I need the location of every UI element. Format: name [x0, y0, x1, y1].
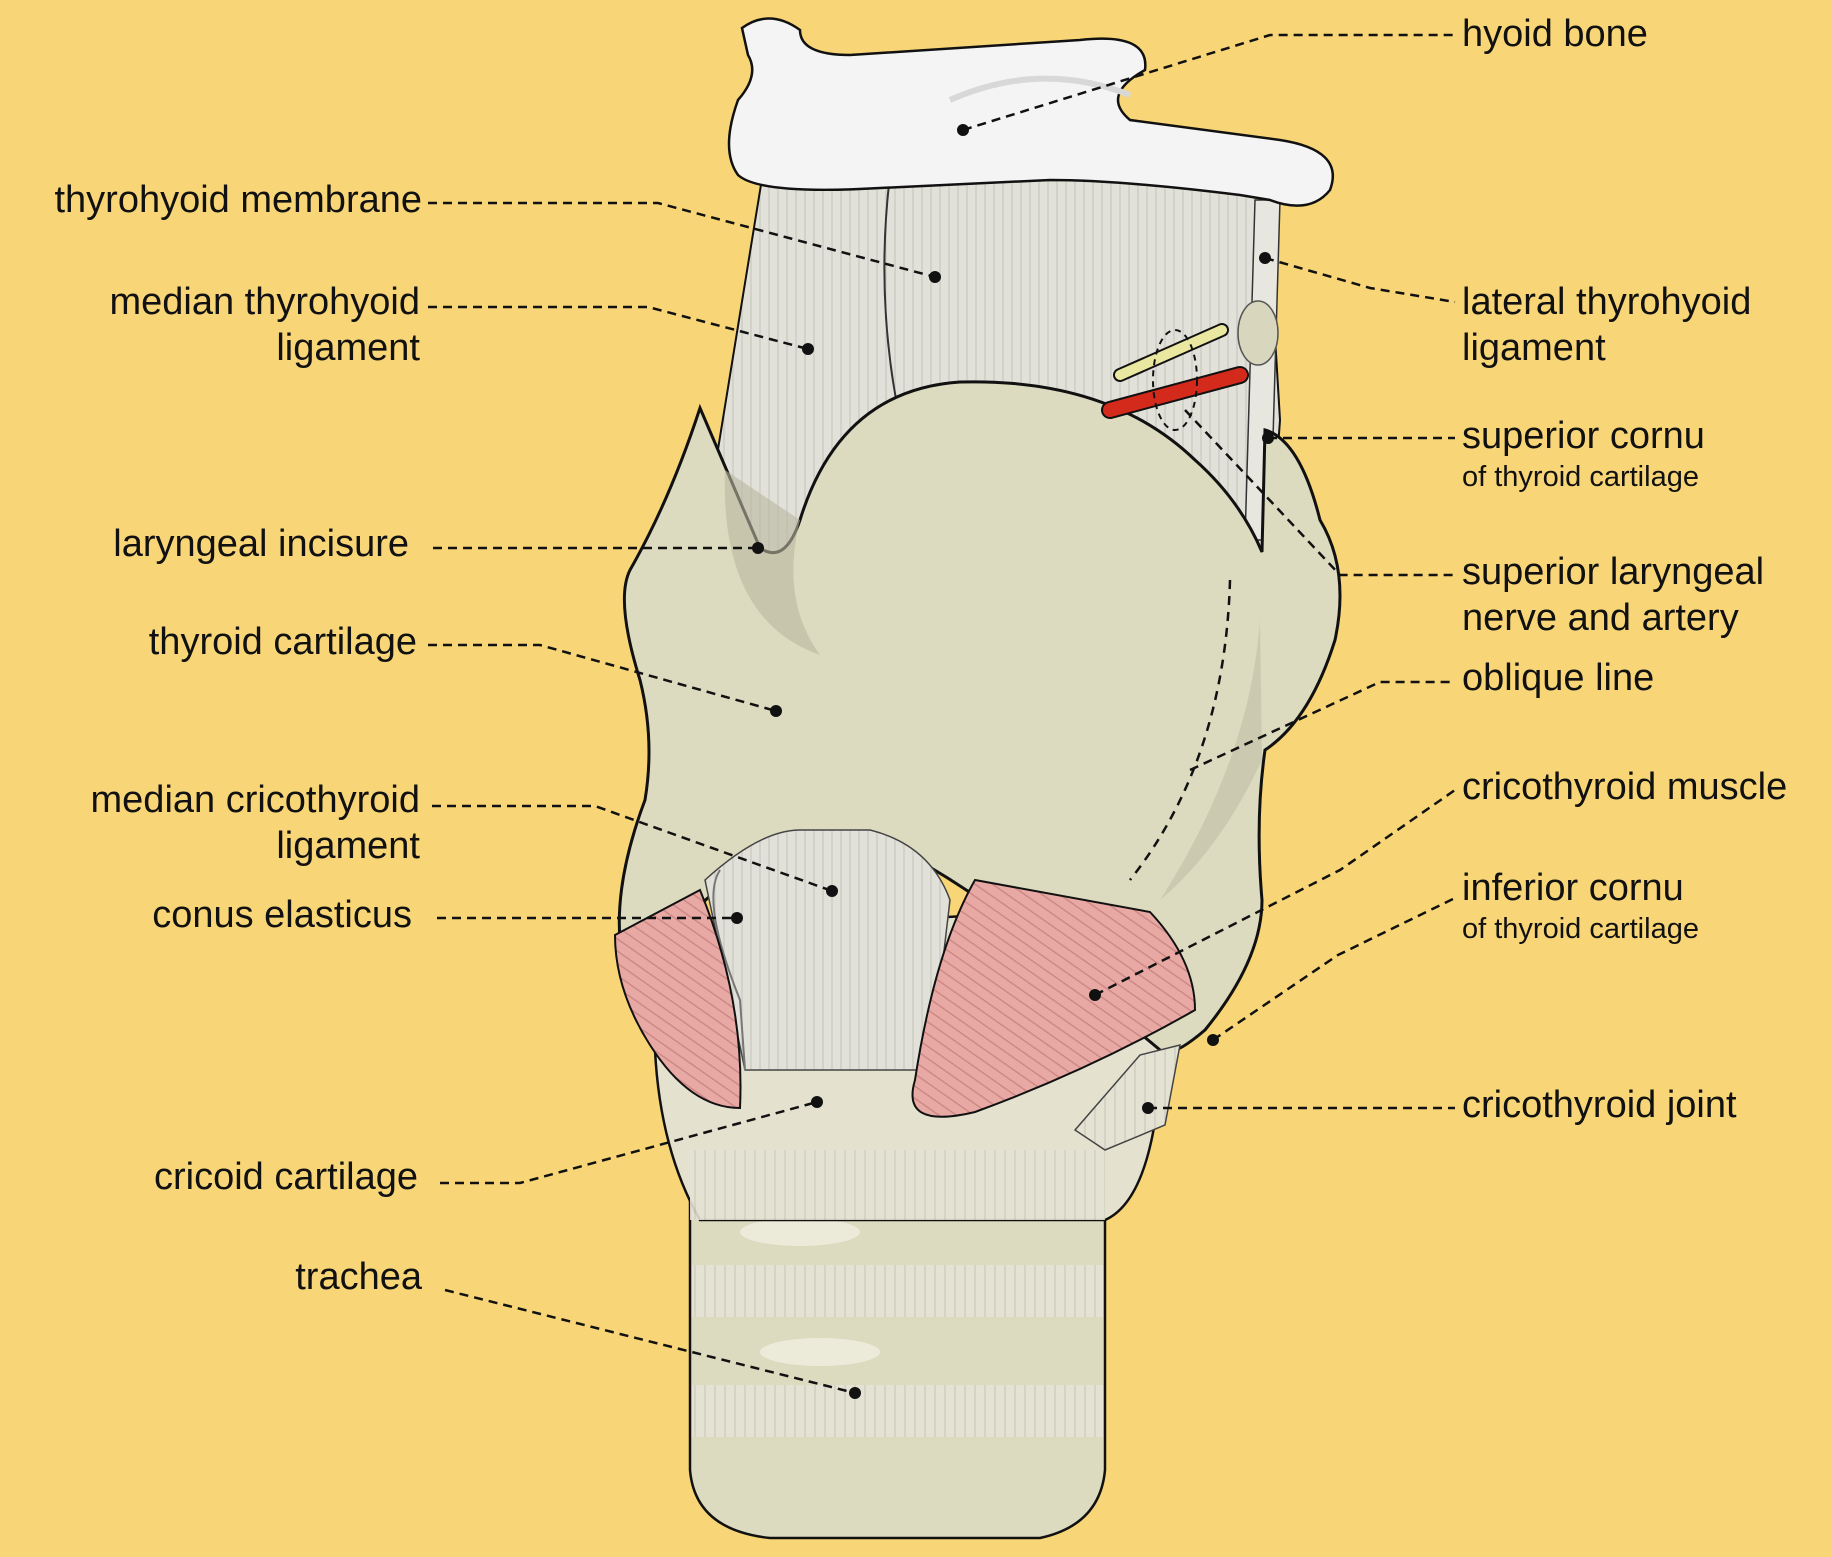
label-superior-laryngeal-line1: superior laryngeal: [1462, 551, 1764, 593]
label-cricoid-cartilage: cricoid cartilage: [154, 1155, 418, 1201]
label-cricothyroid-muscle-text: cricothyroid muscle: [1462, 766, 1787, 808]
label-superior-cornu: superior cornu of thyroid cartilage: [1462, 414, 1705, 494]
label-conus-elasticus-text: conus elasticus: [152, 894, 412, 936]
cricothyroid-membrane-shape: [705, 830, 950, 1070]
label-thyroid-cartilage-text: thyroid cartilage: [149, 621, 417, 663]
label-oblique-line: oblique line: [1462, 656, 1654, 702]
label-superior-cornu-sub: of thyroid cartilage: [1462, 460, 1705, 495]
label-lateral-thyrohyoid-ligament-line2: ligament: [1462, 327, 1606, 369]
label-superior-laryngeal-line2: nerve and artery: [1462, 597, 1739, 639]
label-superior-laryngeal: superior laryngeal nerve and artery: [1462, 550, 1764, 641]
label-median-cricothyroid-ligament-line2: ligament: [276, 825, 420, 867]
label-laryngeal-incisure-text: laryngeal incisure: [113, 523, 409, 565]
label-median-cricothyroid-ligament-line1: median cricothyroid: [91, 779, 420, 821]
hyoid-bone-shape: [729, 18, 1333, 205]
label-cricothyroid-muscle: cricothyroid muscle: [1462, 765, 1787, 811]
label-median-thyrohyoid-ligament: median thyrohyoid ligament: [109, 280, 420, 371]
label-cricoid-cartilage-text: cricoid cartilage: [154, 1156, 418, 1198]
label-thyrohyoid-membrane-text: thyrohyoid membrane: [54, 179, 422, 221]
label-cricothyroid-joint-text: cricothyroid joint: [1462, 1084, 1737, 1126]
label-trachea: trachea: [295, 1255, 422, 1301]
label-median-cricothyroid-ligament: median cricothyroid ligament: [91, 778, 420, 869]
label-laryngeal-incisure: laryngeal incisure: [113, 522, 409, 568]
label-median-thyrohyoid-ligament-line1: median thyrohyoid: [109, 281, 420, 323]
label-thyrohyoid-membrane: thyrohyoid membrane: [54, 178, 422, 224]
label-lateral-thyrohyoid-ligament: lateral thyrohyoid ligament: [1462, 280, 1751, 371]
label-median-thyrohyoid-ligament-line2: ligament: [276, 327, 420, 369]
label-hyoid-bone-text: hyoid bone: [1462, 13, 1648, 55]
label-inferior-cornu-sub: of thyroid cartilage: [1462, 912, 1699, 947]
label-superior-cornu-text: superior cornu: [1462, 415, 1705, 457]
label-thyroid-cartilage: thyroid cartilage: [149, 620, 417, 666]
label-hyoid-bone: hyoid bone: [1462, 12, 1648, 58]
label-oblique-line-text: oblique line: [1462, 657, 1654, 699]
label-lateral-thyrohyoid-ligament-line1: lateral thyrohyoid: [1462, 281, 1751, 323]
label-inferior-cornu-text: inferior cornu: [1462, 867, 1684, 909]
label-conus-elasticus: conus elasticus: [152, 893, 412, 939]
label-trachea-text: trachea: [295, 1256, 422, 1298]
label-cricothyroid-joint: cricothyroid joint: [1462, 1083, 1737, 1129]
label-inferior-cornu: inferior cornu of thyroid cartilage: [1462, 866, 1699, 946]
